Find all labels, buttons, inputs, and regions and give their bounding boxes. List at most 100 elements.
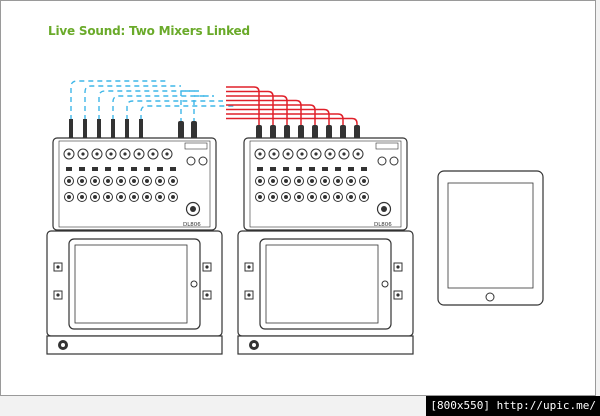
input-cable — [140, 105, 237, 120]
xlr-pin — [137, 152, 141, 156]
knob-cap — [119, 195, 123, 199]
knob-cap — [132, 179, 136, 183]
knob-cap — [93, 195, 97, 199]
watermark: [800x550] http://upic.me/ — [426, 396, 600, 416]
link-cable-dash — [193, 95, 214, 123]
meter-led — [92, 167, 98, 171]
meter-led — [157, 167, 163, 171]
meter-led — [131, 167, 137, 171]
meter-led — [66, 167, 72, 171]
dock-screw — [396, 293, 400, 297]
main-out-jack — [377, 156, 387, 166]
standalone-ipad — [437, 170, 544, 306]
knob-cap — [323, 195, 327, 199]
input-cable — [126, 100, 223, 120]
knob-cap — [171, 195, 175, 199]
knob-cap — [158, 179, 162, 183]
jack-plug — [125, 119, 129, 139]
ipad-screen — [74, 244, 188, 324]
xlr-pin — [314, 152, 318, 156]
link-cable-dash — [180, 90, 201, 123]
master-knob-cap — [190, 206, 196, 212]
knob-cap — [310, 179, 314, 183]
meter-led — [257, 167, 263, 171]
dock-screw — [247, 293, 251, 297]
mixer-1: DL806 — [46, 137, 223, 355]
xlr-pin — [123, 152, 127, 156]
jack-plug — [111, 119, 115, 139]
xlr-pin — [165, 152, 169, 156]
knob-cap — [349, 179, 353, 183]
master-knob-cap — [381, 206, 387, 212]
jack-plug — [69, 119, 73, 139]
xlr-pin — [300, 152, 304, 156]
home-button-icon — [485, 292, 495, 302]
knob-cap — [362, 179, 366, 183]
model-label: DL806 — [183, 222, 201, 228]
knob-cap — [323, 179, 327, 183]
dock-screw — [205, 293, 209, 297]
link-cable — [226, 113, 344, 126]
knob-cap — [106, 195, 110, 199]
knob-cap — [258, 195, 262, 199]
knob-cap — [258, 179, 262, 183]
meter-led — [144, 167, 150, 171]
diagram-canvas: Live Sound: Two Mixers Linked DL806 DL80… — [0, 0, 596, 396]
logo-center — [252, 343, 256, 347]
mixer-brand-plate — [184, 142, 208, 150]
ipad-screen — [447, 182, 534, 289]
xlr-pin — [67, 152, 71, 156]
mixer-base — [46, 335, 223, 355]
mixer-brand-plate — [375, 142, 399, 150]
knob-cap — [336, 179, 340, 183]
knob-cap — [145, 195, 149, 199]
knob-cap — [271, 195, 275, 199]
knob-cap — [67, 179, 71, 183]
dock-screw — [205, 265, 209, 269]
mixer-2: DL806 — [237, 137, 414, 355]
main-out-jack — [198, 156, 208, 166]
meter-led — [309, 167, 315, 171]
meter-led — [361, 167, 367, 171]
mixer-panel — [58, 140, 211, 228]
knob-cap — [158, 195, 162, 199]
xlr-pin — [109, 152, 113, 156]
meter-led — [348, 167, 354, 171]
meter-led — [296, 167, 302, 171]
xlr-pin — [286, 152, 290, 156]
knob-cap — [297, 179, 301, 183]
jack-plug — [97, 119, 101, 139]
knob-cap — [362, 195, 366, 199]
knob-cap — [80, 179, 84, 183]
ipad-screen — [265, 244, 379, 324]
knob-cap — [310, 195, 314, 199]
meter-led — [335, 167, 341, 171]
home-button-icon — [190, 280, 198, 288]
meter-led — [105, 167, 111, 171]
input-cable — [112, 95, 209, 120]
meter-led — [322, 167, 328, 171]
model-label: DL806 — [374, 222, 392, 228]
knob-cap — [93, 179, 97, 183]
knob-cap — [171, 179, 175, 183]
knob-cap — [284, 195, 288, 199]
knob-cap — [271, 179, 275, 183]
xlr-pin — [356, 152, 360, 156]
knob-cap — [349, 195, 353, 199]
mixer-panel — [249, 140, 402, 228]
input-cable — [70, 80, 167, 120]
dock-screw — [396, 265, 400, 269]
xlr-pin — [151, 152, 155, 156]
link-cable — [226, 117, 358, 126]
main-out-jack — [186, 156, 196, 166]
input-cables — [67, 80, 237, 144]
main-out-jack — [389, 156, 399, 166]
meter-led — [79, 167, 85, 171]
knob-cap — [67, 195, 71, 199]
xlr-pin — [95, 152, 99, 156]
jack-plug — [83, 119, 87, 139]
knob-cap — [80, 195, 84, 199]
knob-cap — [106, 179, 110, 183]
xlr-pin — [258, 152, 262, 156]
xlr-pin — [272, 152, 276, 156]
